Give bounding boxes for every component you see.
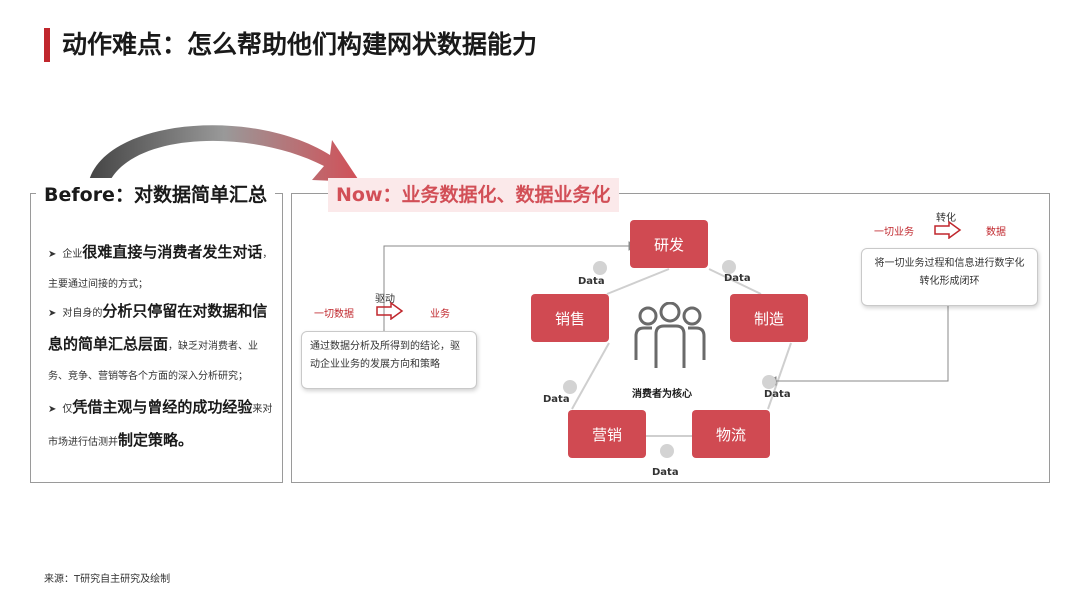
hollow-right-arrow-icon bbox=[934, 221, 962, 239]
data-label: Data bbox=[724, 273, 751, 284]
before-bullet-2: ➤ 对自身的分析只停留在对数据和信息的简单汇总层面，缺乏对消费者、业务、竞争、营销… bbox=[48, 296, 276, 392]
bullet-bold-text: 凭借主观与曾经的成功经验 bbox=[72, 398, 253, 416]
flow-right-to: 数据 bbox=[986, 227, 1006, 238]
left-callout: 通过数据分析及所得到的结论，驱动企业业务的发展方向和策略 bbox=[301, 331, 477, 389]
data-label: Data bbox=[764, 389, 791, 400]
flow-left-from: 一切数据 bbox=[314, 309, 354, 320]
node-rd: 研发 bbox=[630, 220, 708, 268]
data-label: Data bbox=[652, 467, 679, 478]
bullet-text: ，缺乏对消费者、业务、竞争、营销等各个方面的深入分析研究； bbox=[48, 341, 259, 382]
chevron-right-icon: ➤ bbox=[48, 249, 57, 260]
bullet-text: ，主要通过间接的方式； bbox=[48, 249, 273, 290]
now-tag: Now：业务数据化、数据业务化 bbox=[328, 178, 619, 212]
title-accent-bar bbox=[44, 28, 50, 62]
node-manufacturing: 制造 bbox=[730, 294, 808, 342]
flow-left-verb: 驱动 bbox=[375, 294, 395, 305]
before-tag: Before：对数据简单汇总 bbox=[36, 178, 275, 212]
bullet-bold-text: 很难直接与消费者发生对话 bbox=[82, 243, 263, 261]
node-marketing: 营销 bbox=[568, 410, 646, 458]
bullet-text: 来对市场进行估测并 bbox=[48, 404, 273, 448]
page-title: 动作难点：怎么帮助他们构建网状数据能力 bbox=[62, 30, 538, 59]
flow-right-verb: 转化 bbox=[936, 213, 956, 224]
before-bullet-1: ➤ 企业很难直接与消费者发生对话，主要通过间接的方式； bbox=[48, 237, 276, 300]
source-note: 来源：T研究自主研究及绘制 bbox=[44, 574, 171, 585]
node-sales: 销售 bbox=[531, 294, 609, 342]
bullet-bold-text: 分析只停留在对数据和信息的简单汇总层面 bbox=[48, 302, 268, 353]
chevron-right-icon: ➤ bbox=[48, 404, 57, 415]
people-group-icon bbox=[634, 302, 706, 368]
before-bullet-3: ➤ 仅凭借主观与曾经的成功经验来对市场进行估测并制定策略。 bbox=[48, 392, 276, 458]
bullet-text: 仅 bbox=[62, 404, 73, 415]
bullet-bold-text: 制定策略。 bbox=[118, 431, 194, 449]
flow-right-from: 一切业务 bbox=[874, 227, 914, 238]
flow-left-to: 业务 bbox=[430, 309, 450, 320]
center-label: 消费者为核心 bbox=[632, 389, 692, 400]
data-label: Data bbox=[578, 276, 605, 287]
bullet-text: 企业 bbox=[62, 249, 83, 260]
node-logistics: 物流 bbox=[692, 410, 770, 458]
right-callout: 将一切业务过程和信息进行数字化转化形成闭环 bbox=[861, 248, 1038, 306]
data-label: Data bbox=[543, 394, 570, 405]
chevron-right-icon: ➤ bbox=[48, 308, 57, 319]
bullet-text: 对自身的 bbox=[62, 308, 103, 319]
hollow-right-arrow-icon bbox=[376, 302, 404, 320]
curved-arrow-icon bbox=[88, 125, 360, 185]
now-panel bbox=[291, 193, 1050, 483]
